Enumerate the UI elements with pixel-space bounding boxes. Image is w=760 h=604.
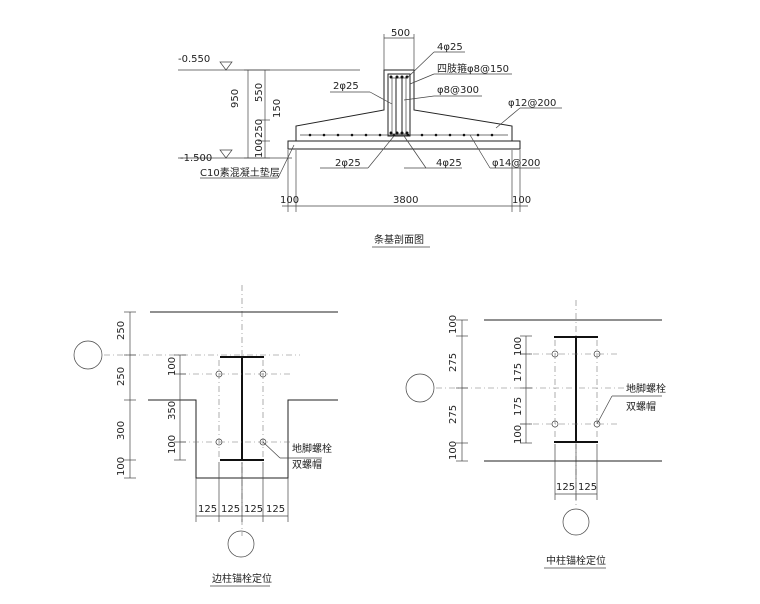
mid-idim-100-b: 100 [513,425,524,444]
edge-dim-100-b: 100 [167,435,178,454]
rebar-phi8: φ8@300 [437,85,479,96]
dim-550: 550 [254,83,265,102]
dim-950: 950 [230,89,241,108]
mid-dim-100-b: 100 [448,441,459,460]
mid-hdim-1: 125 [556,482,575,493]
elevation-top: -0.550 [178,54,210,65]
edge-hdim-1: 125 [198,504,217,515]
edge-hdim-2: 125 [221,504,240,515]
rebar-phi14: φ14@200 [492,158,540,169]
dim-3800: 3800 [393,195,418,206]
edge-bolt-label-2: 双螺帽 [292,458,322,471]
mid-dim-275-b: 275 [448,405,459,424]
axis-bubble-left [73,340,103,370]
rebar-4phi25-bot: 4φ25 [436,158,462,169]
dim-top-500: 500 [391,28,410,39]
mid-idim-175-b: 175 [513,397,524,416]
cushion-label: C10素混凝土垫层 [200,166,280,179]
mid-column-anchor-layout: 地脚螺栓 双螺帽 100 275 275 100 100 175 175 100… [405,300,666,569]
mid-idim-175-a: 175 [513,363,524,382]
axis-bubble-bottom [227,530,255,558]
section-title: 条基剖面图 [374,233,424,246]
dim-100-left: 100 [254,139,265,158]
mid-axis-bubble-bottom [562,508,590,536]
rebar-2phi25-bot: 2φ25 [335,158,361,169]
dim-150: 150 [272,99,283,118]
mid-axis-bubble-left [405,373,435,403]
rebar-2phi25-top: 2φ25 [333,81,359,92]
edge-hdim-3: 125 [244,504,263,515]
edge-dim-300: 300 [116,421,127,440]
edge-hdim-4: 125 [266,504,285,515]
mid-bolt-label-2: 双螺帽 [626,400,656,413]
bottom-rebar-dots [308,133,494,137]
stirrup-label: 四肢箍φ8@150 [437,62,509,75]
rebar-4phi25-top: 4φ25 [437,42,463,53]
rebar-phi12: φ12@200 [508,98,556,109]
dim-250: 250 [254,119,265,138]
edge-title: 边柱锚栓定位 [212,572,272,585]
dim-100-a: 100 [280,195,299,206]
edge-dim-250-b: 250 [116,367,127,386]
edge-dim-350: 350 [167,401,178,420]
mid-dim-275-a: 275 [448,353,459,372]
mid-dim-100-a: 100 [448,315,459,334]
mid-title: 中柱锚栓定位 [546,554,606,567]
edge-dim-250-a: 250 [116,321,127,340]
mid-bolt-label-1: 地脚螺栓 [626,382,666,395]
edge-dim-100-a: 100 [167,357,178,376]
elevation-bottom: -1.500 [180,153,212,164]
mid-hdim-2: 125 [578,482,597,493]
edge-dim-100-c: 100 [116,457,127,476]
edge-bolt-label-1: 地脚螺栓 [292,442,332,455]
strip-foundation-section: -0.550 -1.500 950 550 150 250 100 [178,28,562,248]
edge-column-anchor-layout: 地脚螺栓 双螺帽 250 250 300 100 100 350 100 125… [73,285,338,587]
mid-idim-100-a: 100 [513,337,524,356]
dim-100-b: 100 [512,195,531,206]
